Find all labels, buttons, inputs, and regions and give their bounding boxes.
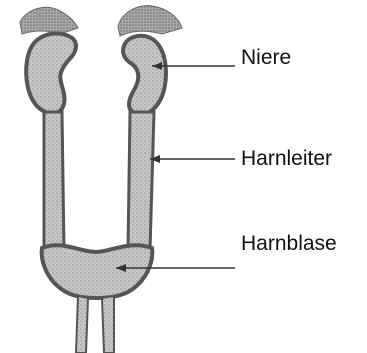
urinary-bladder (42, 245, 153, 298)
right-kidney (123, 36, 166, 115)
left-adrenal-gland (20, 7, 78, 34)
right-adrenal-gland (118, 6, 182, 36)
bladder-label: Harnblase (241, 233, 337, 254)
left-kidney (26, 34, 76, 115)
urethra (76, 296, 114, 353)
right-ureter (128, 112, 154, 250)
kidney-label: Niere (241, 47, 291, 68)
ureter-label: Harnleiter (241, 148, 332, 169)
left-ureter (44, 112, 64, 250)
